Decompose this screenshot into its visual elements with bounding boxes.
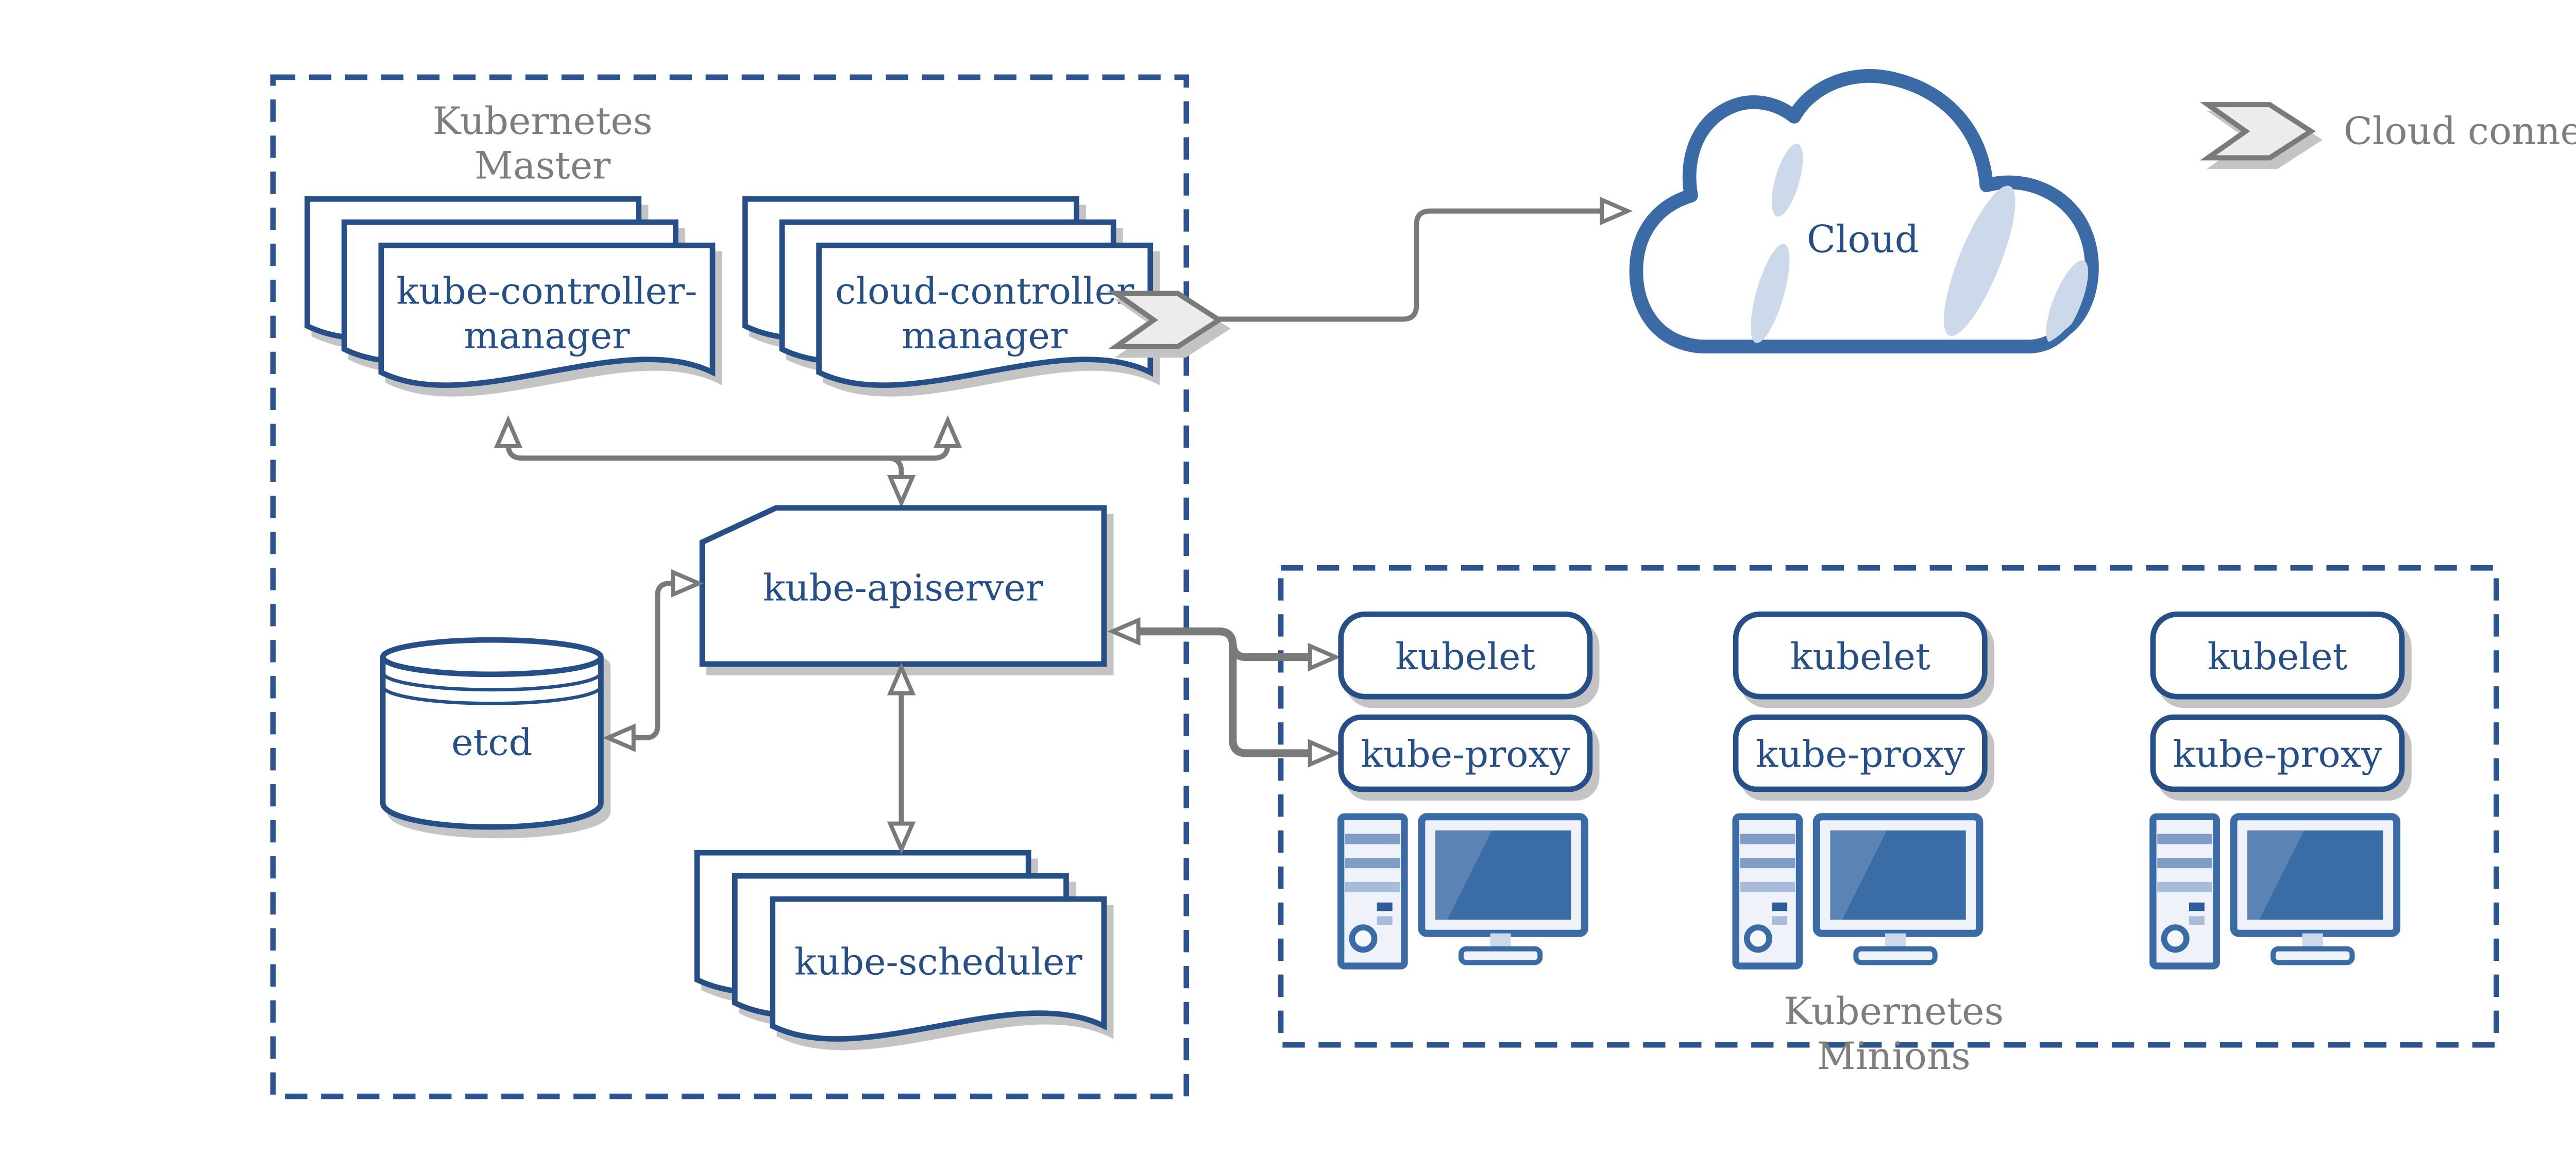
legend-cloud-connector: Cloud connector	[2208, 105, 2576, 158]
database-disk-line	[381, 672, 603, 692]
tower-vent	[1740, 858, 1795, 869]
master-title-line2: Master	[474, 144, 611, 188]
minion-node-2: kubelet kube-proxy	[1732, 611, 1988, 970]
kubernetes-master-boundary	[270, 74, 1190, 1099]
kubernetes-minions-boundary	[1278, 565, 2499, 1048]
arrowhead-icon	[608, 726, 634, 749]
arrowhead-icon	[673, 572, 699, 595]
kube-controller-manager-label-line1: kube-controller-	[396, 269, 697, 312]
cloud-streak	[1771, 143, 1803, 217]
cloud-highlight-streaks	[1751, 143, 2089, 344]
tower-drive	[1772, 916, 1788, 925]
kube-proxy-box	[1733, 714, 1988, 792]
kubelet-box	[1733, 611, 1988, 700]
legend-cloud-connector-label: Cloud connector	[2344, 110, 2576, 154]
kube-controller-manager-node: kube-controller- manager	[308, 199, 713, 385]
kubelet-label: kubelet	[2208, 635, 2348, 678]
cloud-icon	[1636, 76, 2092, 346]
cloud-controller-manager-label-line2: manager	[902, 314, 1068, 357]
tower-drive	[1772, 902, 1788, 911]
connector-apiserver-to-scheduler	[890, 668, 912, 850]
chevron-arrow-icon	[2208, 105, 2311, 158]
arrowhead-icon	[1602, 200, 1628, 222]
tower-drive	[2189, 902, 2205, 911]
connector-apiserver-to-controller-managers	[497, 420, 959, 503]
monitor-screen-glare	[1830, 830, 1887, 920]
kube-scheduler-node: kube-scheduler	[697, 853, 1104, 1039]
minions-title-line1: Kubernetes	[1784, 990, 2004, 1033]
kubelet-box	[1338, 611, 1593, 700]
connector-apiserver-to-minions	[1112, 620, 1335, 765]
minion-node-1: kubelet kube-proxy	[1337, 611, 1593, 970]
kube-controller-manager-label-line2: manager	[464, 314, 630, 357]
cloud-label: Cloud	[1807, 218, 1919, 262]
arrowhead-icon	[497, 420, 519, 446]
arrowhead-icon	[1310, 646, 1336, 668]
kube-apiserver-node: kube-apiserver	[699, 505, 1107, 667]
cloud-node: Cloud	[1636, 76, 2097, 348]
cloud-controller-manager-label-line1: cloud-controller	[835, 269, 1134, 312]
cloud-streak	[1751, 244, 1790, 343]
kubelet-label: kubelet	[1395, 635, 1535, 678]
minions-title-line2: Minions	[1817, 1035, 1971, 1078]
tower-vent	[2157, 834, 2212, 844]
minion-node-3: kubelet kube-proxy	[2149, 611, 2405, 970]
arrowhead-icon	[890, 824, 912, 850]
kube-apiserver-card	[699, 505, 1107, 667]
arrowhead-icon	[890, 477, 912, 503]
kube-proxy-label: kube-proxy	[2173, 733, 2382, 776]
kube-apiserver-label: kube-apiserver	[763, 567, 1044, 609]
tower-vent	[1345, 881, 1400, 892]
monitor-screen-glare	[2247, 830, 2304, 920]
cloud-controller-manager-node: cloud-controller manager	[745, 199, 1150, 385]
tower-vent	[1740, 881, 1795, 892]
kube-proxy-label: kube-proxy	[1756, 733, 1965, 776]
kube-proxy-box	[1338, 714, 1593, 792]
tower-power-button	[1349, 924, 1378, 953]
kubelet-label: kubelet	[1790, 635, 1930, 678]
tower-vent	[2157, 858, 2212, 869]
tower-drive	[1377, 902, 1393, 911]
tower-drive	[1377, 916, 1393, 925]
arrowhead-icon	[890, 668, 912, 693]
tower-vent	[1740, 834, 1795, 844]
tower-power-button	[2161, 924, 2190, 953]
kube-scheduler-label: kube-scheduler	[794, 941, 1083, 984]
desktop-computer-icon	[1732, 813, 1984, 970]
cloud-streak	[1943, 185, 2015, 336]
kube-proxy-box	[2150, 714, 2405, 792]
tower-power-button	[1743, 924, 1772, 953]
kubelet-box	[2150, 611, 2405, 700]
etcd-node: etcd	[380, 637, 604, 830]
arrowhead-icon	[937, 420, 959, 446]
arrowhead-icon	[1310, 742, 1336, 764]
kube-proxy-label: kube-proxy	[1361, 733, 1570, 776]
tower-vent	[2157, 881, 2212, 892]
master-title-line1: Kubernetes	[433, 99, 653, 143]
tower-drive	[2189, 916, 2205, 925]
tower-vent	[1345, 858, 1400, 869]
database-cylinder-top	[380, 637, 604, 677]
connector-cloud-controller-to-cloud	[1116, 200, 1628, 347]
etcd-label: etcd	[451, 721, 532, 764]
monitor-stand	[1458, 946, 1543, 965]
cloud-streak	[2046, 260, 2089, 344]
desktop-computer-icon	[2149, 813, 2401, 970]
arrowhead-icon	[1112, 620, 1138, 642]
desktop-computer-icon	[1337, 813, 1588, 970]
database-disk-line	[381, 686, 603, 705]
monitor-stand	[1853, 946, 1938, 965]
tower-vent	[1345, 834, 1400, 844]
connector-apiserver-to-etcd	[608, 572, 699, 749]
monitor-stand	[2270, 946, 2355, 965]
monitor-screen-glare	[1435, 830, 1492, 920]
